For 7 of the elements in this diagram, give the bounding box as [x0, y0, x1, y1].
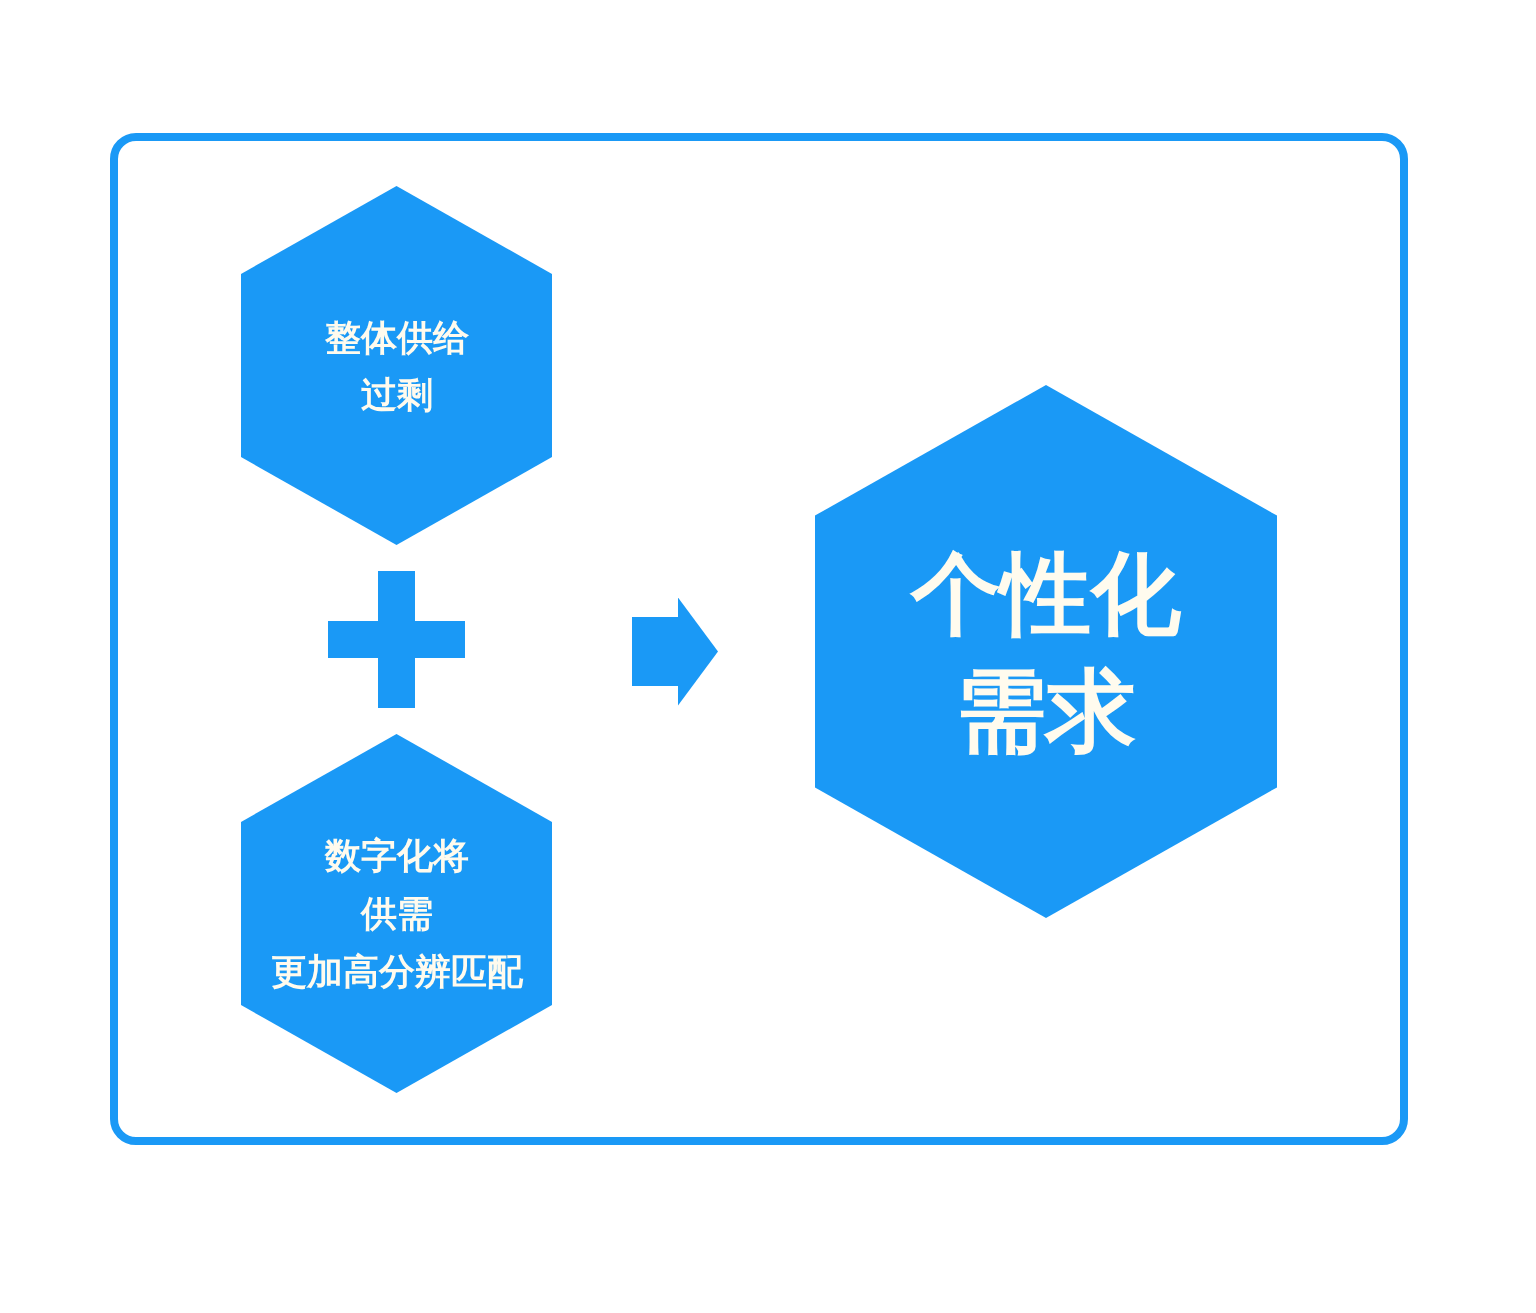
hexagon: [241, 186, 552, 545]
node-text: 数字化将供需更加高分辨匹配: [270, 833, 523, 994]
hexagon: [241, 734, 552, 1093]
node-text: 个性化需求: [911, 539, 1181, 765]
node-text: 整体供给过剩: [324, 315, 469, 417]
block-arrow: [632, 597, 718, 706]
hexagon: [815, 385, 1277, 918]
